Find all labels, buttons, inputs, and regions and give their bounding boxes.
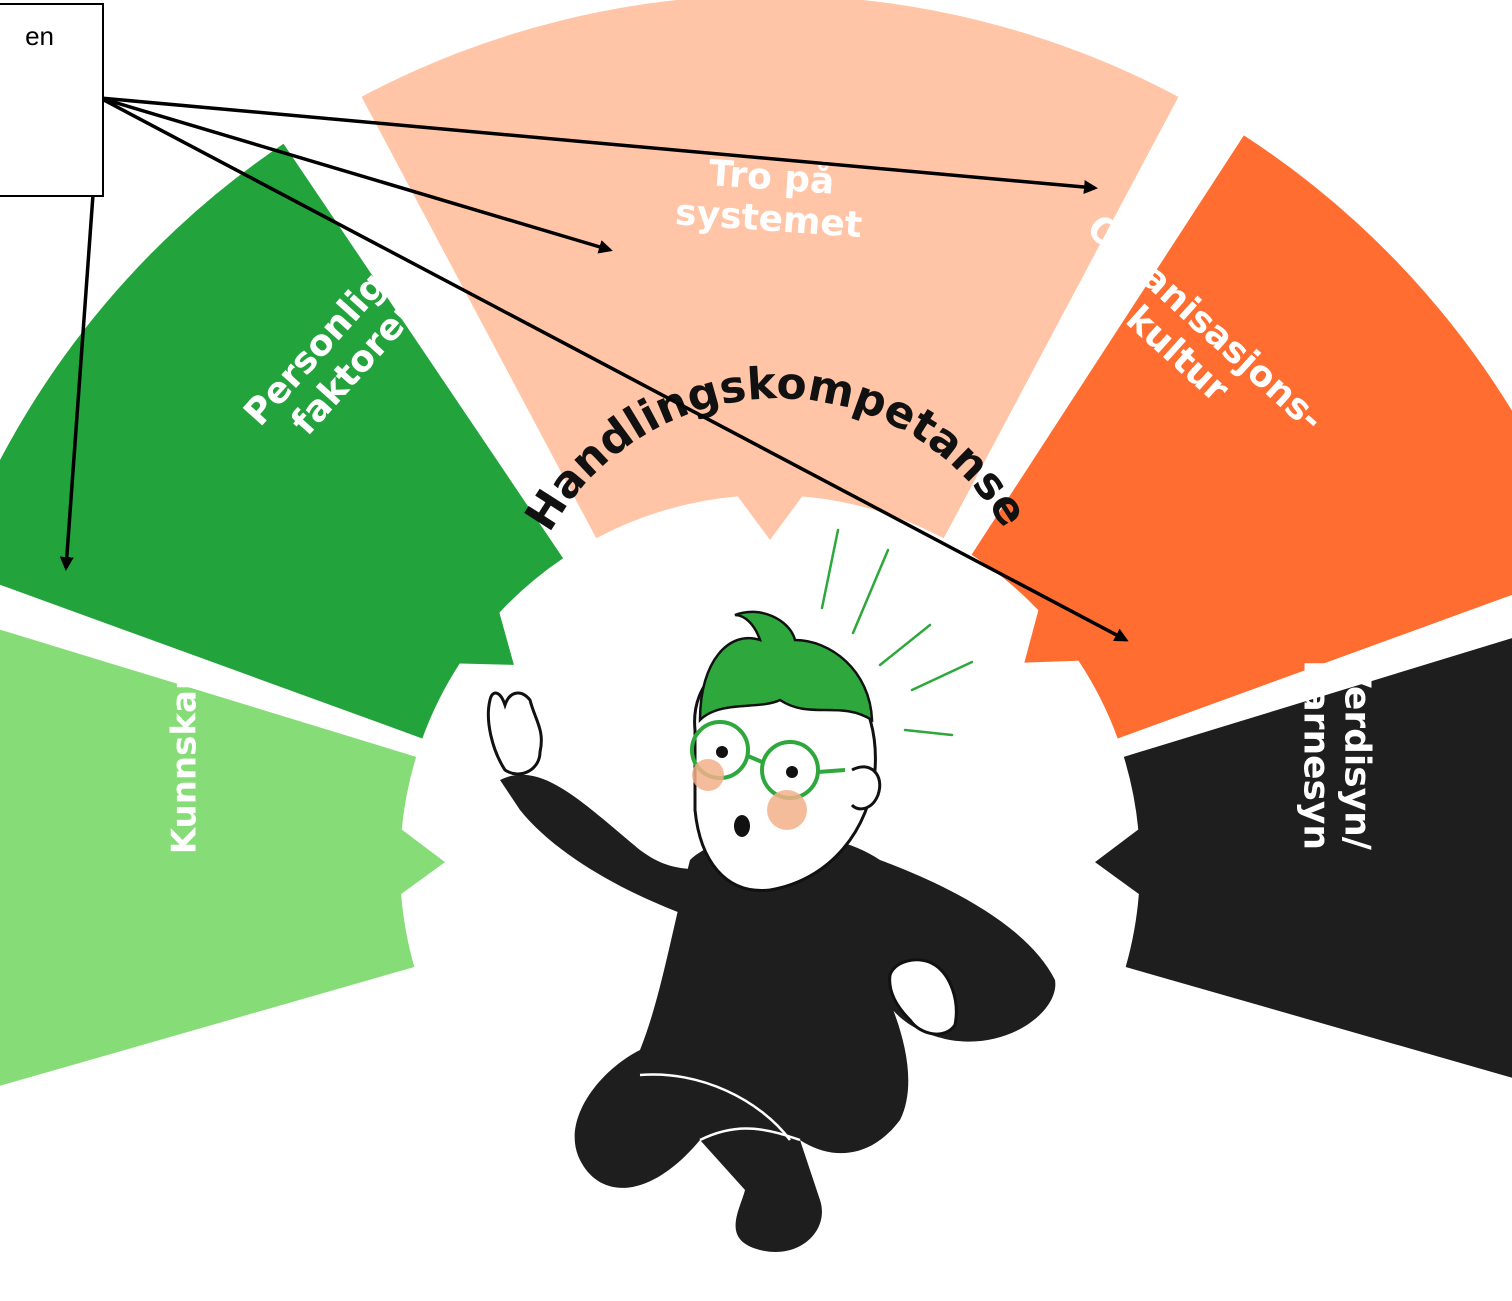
character-illustration (486, 528, 1056, 1252)
arrow-to-tro (99, 96, 613, 254)
segment-organisasjon (971, 135, 1512, 739)
segment-verdisyn (1094, 638, 1512, 1078)
callout-arrows (59, 96, 1129, 642)
segment-label-line: Kunnskap (165, 666, 205, 855)
segment-personlige (0, 143, 564, 739)
cheek-left (692, 759, 724, 791)
segment-label-verdisyn: Verdisyn/Barnesyn (1295, 660, 1377, 851)
leg-outline (639, 1073, 791, 1141)
character-hair (698, 610, 874, 724)
character-body (574, 833, 1056, 1252)
segment-tro (361, 0, 1179, 540)
excitement-lines (820, 528, 974, 737)
character-right-hand (888, 958, 958, 1036)
segment-label-line: Verdisyn/ (1337, 660, 1378, 851)
callout-text: en (25, 21, 54, 51)
character-left-hand (486, 691, 543, 776)
cheek-right (767, 790, 807, 830)
character-raised-arm (500, 774, 720, 920)
arrow-to-organisasjon (99, 96, 1098, 194)
leg-outline-2 (699, 1127, 801, 1142)
segment-label-line: Barnesyn (1295, 660, 1336, 850)
arrow-to-verdisyn (99, 96, 1129, 642)
segment-label-kunnskap: Kunnskap (165, 666, 205, 855)
segment-kunnskap (0, 629, 446, 1086)
callout-box: en (0, 3, 104, 197)
character-mouth (734, 815, 750, 837)
